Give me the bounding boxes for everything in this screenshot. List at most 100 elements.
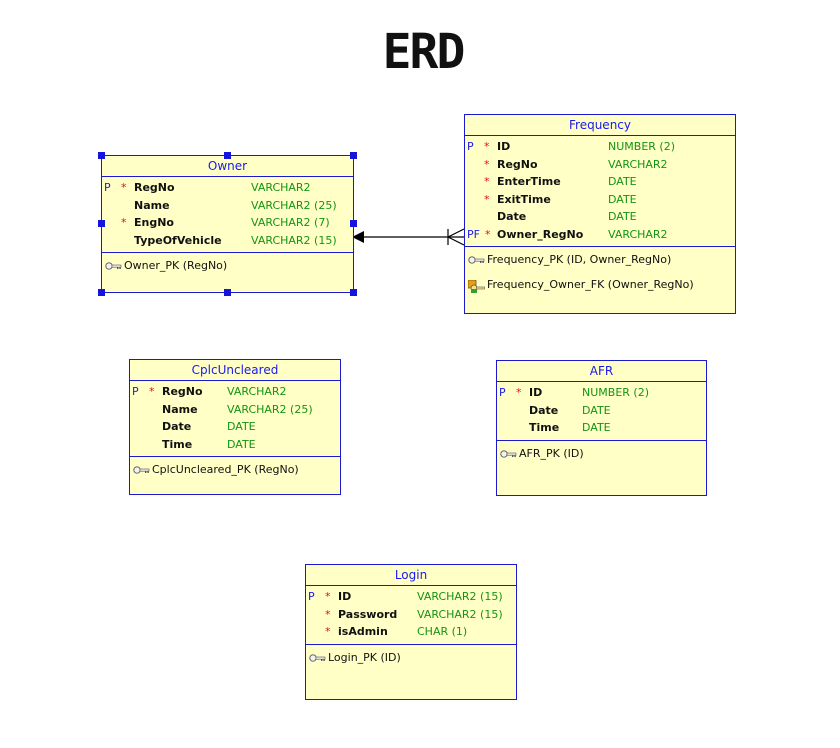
key-label: CplcUncleared_PK (RegNo): [152, 463, 299, 476]
column-type: VARCHAR2 (7): [251, 216, 330, 229]
column-type: DATE: [608, 192, 637, 206]
crowfoot-upper-prong: [447, 228, 465, 238]
selection-handle-top-left[interactable]: [98, 152, 105, 159]
primary-key-icon: [500, 449, 517, 458]
selection-handle-left[interactable]: [98, 220, 105, 227]
entity-title: Frequency: [465, 115, 735, 136]
key-list: Login_PK (ID): [306, 645, 516, 673]
crowfoot-lower-prong: [447, 236, 465, 246]
column-name: Date: [529, 403, 559, 417]
column-type: CHAR (1): [417, 625, 468, 638]
primary-key-row[interactable]: CplcUncleared_PK (RegNo): [130, 460, 340, 485]
primary-key-row[interactable]: Login_PK (ID): [306, 648, 516, 673]
column-name: ID: [497, 140, 511, 153]
selection-handle-bottom-left[interactable]: [98, 289, 105, 296]
selection-handle-right[interactable]: [350, 220, 357, 227]
column-row[interactable]: Name VARCHAR2 (25): [102, 197, 353, 215]
column-name: Password: [338, 607, 398, 621]
column-row[interactable]: TypeOfVehicle VARCHAR2 (15): [102, 232, 353, 250]
column-name: isAdmin: [338, 625, 388, 638]
selection-handle-top[interactable]: [224, 152, 231, 159]
column-name: Owner_RegNo: [497, 227, 584, 241]
column-name: ID: [338, 590, 352, 603]
column-name: ID: [529, 386, 543, 399]
column-type: VARCHAR2: [608, 157, 668, 171]
primary-key-row[interactable]: AFR_PK (ID): [497, 444, 706, 469]
key-label: AFR_PK (ID): [519, 446, 584, 460]
primary-key-icon: [105, 262, 122, 270]
selection-handle-bottom[interactable]: [224, 289, 231, 296]
required-marker: *: [485, 227, 491, 241]
column-name: Name: [162, 402, 198, 416]
column-type: VARCHAR2 (25): [251, 198, 337, 212]
selection-handle-top-right[interactable]: [350, 152, 357, 159]
column-row[interactable]: Date DATE: [130, 418, 340, 436]
primary-key-row[interactable]: Frequency_PK (ID, Owner_RegNo): [465, 250, 735, 275]
key-label: Owner_PK (RegNo): [124, 259, 228, 272]
column-type: DATE: [608, 210, 637, 223]
column-type: VARCHAR2 (15): [251, 233, 337, 247]
column-type: VARCHAR2: [227, 385, 287, 398]
column-type: VARCHAR2 (25): [227, 402, 313, 416]
column-row[interactable]: P * ID NUMBER (2): [465, 138, 735, 156]
primary-key-icon: [133, 466, 150, 474]
required-marker: *: [325, 590, 331, 603]
column-type: DATE: [582, 421, 611, 434]
key-flag: P: [104, 181, 111, 194]
column-name: Date: [497, 210, 527, 223]
entity-title: Login: [306, 565, 516, 586]
primary-key-row[interactable]: Owner_PK (RegNo): [102, 256, 353, 281]
required-marker: *: [484, 140, 490, 153]
column-row[interactable]: PF * Owner_RegNo VARCHAR2: [465, 226, 735, 244]
required-marker: *: [484, 175, 490, 188]
key-label: Frequency_Owner_FK (Owner_RegNo): [487, 278, 694, 291]
primary-key-icon: [309, 653, 326, 662]
column-name: TypeOfVehicle: [134, 233, 222, 247]
required-marker: *: [149, 385, 155, 398]
column-name: Name: [134, 198, 170, 212]
column-row[interactable]: Name VARCHAR2 (25): [130, 401, 340, 419]
column-type: VARCHAR2: [251, 181, 311, 194]
key-flag: PF: [467, 227, 480, 241]
key-flag: P: [467, 140, 474, 153]
column-name: ExitTime: [497, 192, 551, 206]
column-name: EngNo: [134, 216, 174, 229]
required-marker: *: [325, 607, 331, 621]
column-row[interactable]: Date DATE: [465, 208, 735, 226]
column-name: RegNo: [134, 181, 175, 194]
selection-handle-bottom-right[interactable]: [350, 289, 357, 296]
foreign-key-row[interactable]: Frequency_Owner_FK (Owner_RegNo): [465, 275, 735, 300]
entity-title: CplcUncleared: [130, 360, 340, 381]
relationship-frequency-owner[interactable]: [352, 228, 465, 246]
entity-title: AFR: [497, 361, 706, 382]
required-marker: *: [516, 386, 522, 399]
key-flag: P: [132, 385, 139, 398]
column-type: DATE: [227, 437, 256, 451]
column-type: VARCHAR2: [608, 227, 668, 241]
column-type: NUMBER (2): [608, 140, 675, 153]
required-marker: *: [484, 157, 490, 171]
column-name: Date: [162, 420, 192, 433]
column-type: DATE: [227, 420, 256, 433]
